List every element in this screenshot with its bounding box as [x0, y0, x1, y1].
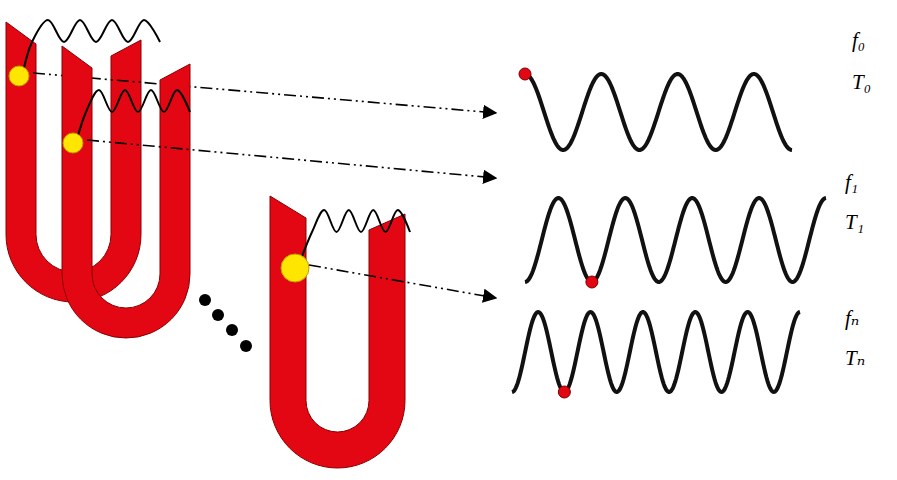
mass-dot [63, 133, 83, 153]
tuning-fork [270, 196, 405, 468]
ellipsis-dot [226, 324, 238, 336]
spring [23, 20, 160, 72]
projection-arrow [87, 140, 496, 178]
frequency-label: f₁ [845, 172, 858, 193]
mass-dot [281, 254, 309, 282]
spring [77, 90, 190, 139]
period-label: Tₙ [845, 348, 865, 369]
period-label: T₁ [845, 212, 864, 233]
frequency-label: f₀ [852, 30, 865, 51]
waveform [525, 74, 792, 150]
frequency-label: fₙ [845, 308, 859, 329]
phase-dot [558, 386, 570, 398]
ellipsis-dot [240, 340, 252, 352]
projection-arrow [309, 265, 496, 298]
spring [299, 210, 410, 264]
ellipsis-dot [212, 309, 224, 321]
waveform [525, 198, 826, 282]
tuning-fork [62, 46, 190, 338]
waveform [512, 312, 800, 392]
phase-dot [586, 276, 598, 288]
mass-dot [9, 66, 29, 86]
phase-dot [519, 68, 531, 80]
period-label: T₀ [852, 72, 871, 93]
ellipsis-dot [199, 294, 211, 306]
